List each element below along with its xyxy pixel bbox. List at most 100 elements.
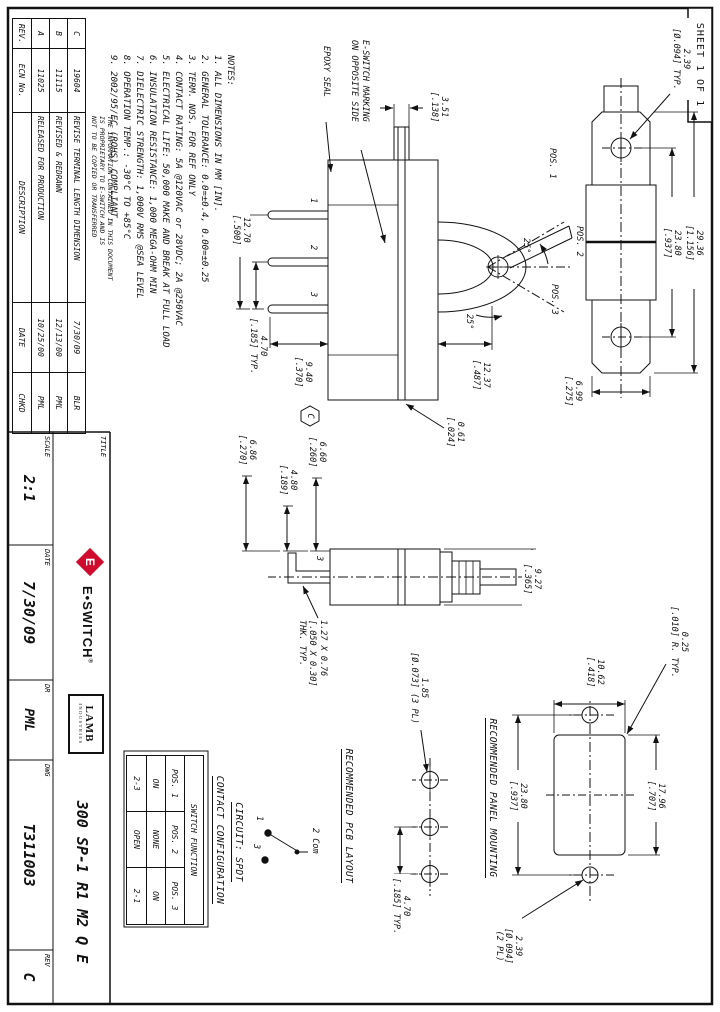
note-8: 8. OPERATION TEMP.: -30°C TO +85°C — [121, 55, 131, 240]
rev-header-chkd: CHKD — [17, 393, 27, 413]
rev-b-letter: B — [49, 19, 67, 49]
front-view-dim-c: 6.86 [.270] — [237, 426, 257, 474]
rev-b-date: 12/13/00 — [49, 303, 67, 373]
state-pos1: ON — [146, 756, 165, 812]
panel-dim-hole-span: 23.80 [.937] — [508, 770, 528, 822]
switch-function-header: SWITCH FUNCTION — [184, 756, 203, 924]
rev-value: C — [20, 972, 38, 982]
rev-header-description: DESCRIPTION — [13, 113, 31, 303]
revision-table: C 19604 REVISE TERMINAL LENGTH DIMENSION… — [12, 18, 86, 434]
dwg-number: T311003 — [20, 823, 38, 887]
rev-b-ecn: 11115 — [49, 49, 67, 113]
front-view-dim-b: 4.80 [.189] — [278, 456, 298, 504]
title-field-label: TITLE — [99, 436, 107, 458]
rev-b-description: REVISED & REDRAWN — [49, 113, 67, 303]
contact-config-table: SWITCH FUNCTION POS. 1 POS. 2 POS. 3 ON … — [126, 755, 204, 925]
lamb-logo-text: LAMB — [83, 705, 95, 743]
contact-config-heading: CONTACT CONFIGURATION — [212, 775, 225, 905]
rev-c-description: REVISE TERMINAL LENGTH DIMENSION — [67, 113, 85, 303]
side-view-dim-seam: 0.61 [.024] — [445, 408, 465, 456]
rev-a-ecn: 11025 — [31, 49, 49, 113]
panel-mounting-linework — [512, 663, 667, 923]
throw-angle-1: 25° — [521, 238, 531, 254]
state-pos3: ON — [146, 868, 165, 924]
title-block-lines — [8, 431, 111, 1004]
eswitch-brand-text: E•SWITCH® — [80, 586, 95, 664]
col-pos1: POS. 1 — [165, 756, 184, 812]
scale-value: 2:1 — [20, 474, 38, 503]
circuit-terminal-1: 1 — [254, 816, 264, 822]
front-view-linework — [242, 475, 536, 619]
conn-pos3: 2-1 — [132, 888, 141, 904]
note-5: 5. ELECTRICAL LIFE: 50,000 MAKE AND BREA… — [160, 55, 170, 348]
conn-pos2: OPEN — [127, 812, 146, 868]
rev-b-chkd: PML — [49, 373, 67, 433]
rev-a-letter: A — [31, 19, 49, 49]
side-view-dim-pitch: 4.70 [.185] TYP. — [248, 314, 268, 378]
pcb-hole-callout: 1.85 [Ø.073] (3 PL) — [409, 646, 429, 730]
front-view-dim-a: 6.60 [.260] — [307, 428, 327, 476]
note-3: 3. TERM. NOS. FOR REF ONLY — [186, 55, 196, 196]
circuit-com-label: 2 Com — [310, 828, 320, 854]
note-1: 1. ALL DIMENSIONS IN MM [IN]. — [212, 55, 222, 213]
terminal-thickness-callout: 1.27 X 0.76 [.050 X 0.30] THK. TYP. — [296, 620, 328, 716]
side-view-dim-throw: 12.37 [.487] — [471, 350, 491, 400]
rev-c-ecn: 19604 — [67, 49, 85, 113]
panel-radius-callout: 0.25 [.010] R. TYP. — [669, 598, 689, 686]
pcb-layout-heading: RECOMMENDED PCB LAYOUT — [341, 748, 354, 884]
lamb-logo-subtext: INDUSTRIES — [78, 703, 83, 745]
contact-table-outline — [123, 750, 209, 928]
notes-heading: NOTES: — [225, 55, 235, 86]
panel-dim-cutout-width: 17.96 [.707] — [646, 770, 666, 822]
circuit-heading: CIRCUIT: SPDT — [231, 802, 244, 882]
throw-angle-2: 25° — [464, 314, 474, 330]
marking-callout: E-SWITCH MARKING ON OPPOSITE SIDE — [349, 40, 370, 150]
lamb-industries-logo: LAMB INDUSTRIES — [68, 694, 104, 754]
panel-mounting-heading: RECOMMENDED PANEL MOUNTING — [485, 718, 498, 878]
sheet-border — [6, 6, 714, 1006]
top-view-linework — [585, 78, 698, 398]
panel-hole-callout: 2.39 [Ø.094] (2 PL) — [493, 914, 523, 978]
col-pos2: POS. 2 — [165, 812, 184, 868]
top-view-dim-hole-span: 23.80 [.937] — [662, 197, 682, 289]
side-view-dim-lever: 3.51 [.138] — [429, 84, 449, 130]
circuit-terminal-3: 3 — [251, 844, 261, 850]
terminal-1-label: 1 — [308, 198, 318, 204]
circuit-linework — [261, 829, 308, 864]
epoxy-seal-callout: EPOXY SEAL — [320, 46, 331, 122]
col-pos3: POS. 3 — [165, 868, 184, 924]
note-6: 6. INSULATION RESISTANCE: 1,000 MEGA-OHM… — [147, 55, 157, 294]
rev-a-date: 10/25/00 — [31, 303, 49, 373]
top-view-hole-callout: 2.39 [Ø.094] TYP. — [671, 18, 691, 100]
pos2-label: POS. 2 — [574, 226, 584, 257]
sheet-number-label: SHEET 1 OF 1 — [694, 22, 706, 108]
side-view-dim-terminal-length: 9.40 [.370] — [293, 348, 313, 396]
rev-c-letter: C — [67, 19, 85, 49]
rev-c-date: 7/30/09 — [67, 303, 85, 373]
rev-a-chkd: PML — [31, 373, 49, 433]
terminal-3-label: 3 — [308, 292, 318, 298]
notes-block: NOTES: 1. ALL DIMENSIONS IN MM [IN]. 2. … — [106, 55, 236, 469]
pcb-layout-linework — [394, 723, 448, 896]
terminal-2-label: 2 — [308, 245, 318, 251]
pcb-dim-pitch: 4.70 [.185] TYP. — [391, 874, 411, 938]
rev-header-ecn: ECN No. — [13, 49, 31, 113]
top-view-dim-end-width: 6.99 [.275] — [563, 366, 583, 416]
proprietary-note: THE INFORMATION CONTAINED IN THIS DOCUME… — [90, 116, 114, 281]
part-number-title: 300 SP-1 R1 M2 Q E — [73, 800, 91, 964]
registered-mark: ® — [86, 658, 93, 664]
front-view-dim-width: 9.27 [.365] — [522, 550, 542, 608]
rev-header-date: DATE — [13, 303, 31, 373]
conn-pos1: 2-3 — [127, 756, 146, 812]
front-view-terminal-3: 3 — [314, 556, 324, 562]
pos3-label: POS. 3 — [549, 284, 559, 315]
hex-mark: C — [305, 413, 315, 419]
top-view-dim-overall: 29.36 [1.156] — [684, 197, 704, 289]
rev-header-rev: REV. — [13, 19, 31, 49]
side-view-linework — [236, 104, 573, 429]
note-7: 7. DIELECTRIC STRENGTH: 1,000V RMS @SEA … — [134, 55, 144, 299]
dr-value: PML — [21, 708, 37, 732]
